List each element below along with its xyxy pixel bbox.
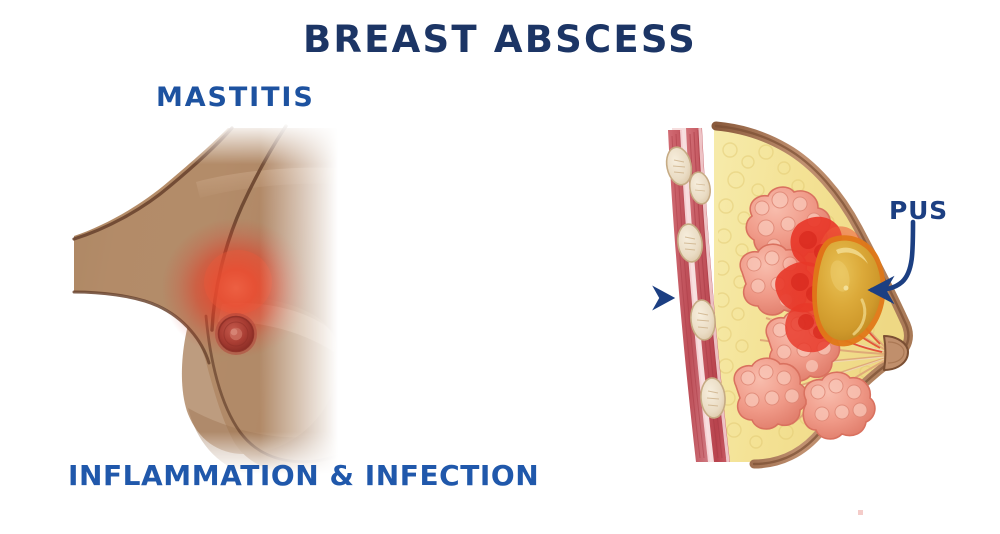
breast-mound — [181, 296, 338, 455]
breast-contour — [204, 314, 338, 464]
fascia-posterior — [672, 128, 716, 462]
shoulder-mass — [74, 128, 286, 364]
torso-skin — [74, 128, 338, 474]
fascia-stripe-1 — [680, 129, 712, 463]
mammary-lobule-group — [733, 186, 876, 440]
shoulder-outline — [72, 126, 234, 241]
mammary-lobule — [733, 357, 809, 430]
chest-highlight — [196, 167, 338, 198]
mammary-lobule — [745, 186, 831, 261]
rib-group — [665, 146, 726, 419]
rib — [700, 377, 726, 419]
pus-pointer-arrow — [867, 219, 916, 305]
mammary-lobule — [739, 243, 815, 316]
inflammation-zone — [775, 216, 883, 353]
pectoral-muscle-deep — [686, 128, 730, 462]
arm-outline — [210, 124, 288, 332]
cross-section-group — [665, 121, 913, 469]
breast-highlight — [218, 302, 336, 352]
mammary-lobule — [765, 309, 841, 382]
skin-layer — [711, 121, 913, 469]
duct-highlights — [761, 318, 885, 397]
duct-group — [757, 269, 887, 425]
pus-label: PUS — [889, 196, 948, 225]
page-title: BREAST ABSCESS — [303, 18, 697, 61]
abscess-cavity — [812, 235, 886, 347]
nipple-group — [215, 313, 257, 355]
erythema-patch — [162, 218, 310, 358]
fat-texture — [718, 142, 886, 449]
mastitis-figure-group — [58, 122, 338, 474]
erythema-core — [204, 250, 272, 314]
rib — [665, 146, 693, 186]
fascia-stripe-2 — [698, 127, 730, 463]
rib — [690, 299, 716, 341]
mammary-lobule — [802, 371, 876, 440]
nipple-cross-section — [883, 335, 909, 371]
inflammation-infection-label: INFLAMMATION & INFECTION — [68, 459, 540, 492]
armpit-outline — [72, 290, 211, 365]
rib — [689, 171, 711, 205]
adipose-fat-tissue — [714, 128, 907, 462]
rib — [677, 223, 703, 263]
pectoral-muscle-superficial — [668, 130, 710, 462]
muscle-striations-deep — [689, 129, 727, 459]
skin-outline — [714, 124, 910, 466]
mastitis-label: MASTITIS — [156, 82, 315, 113]
muscle-striations-superficial — [671, 131, 709, 459]
